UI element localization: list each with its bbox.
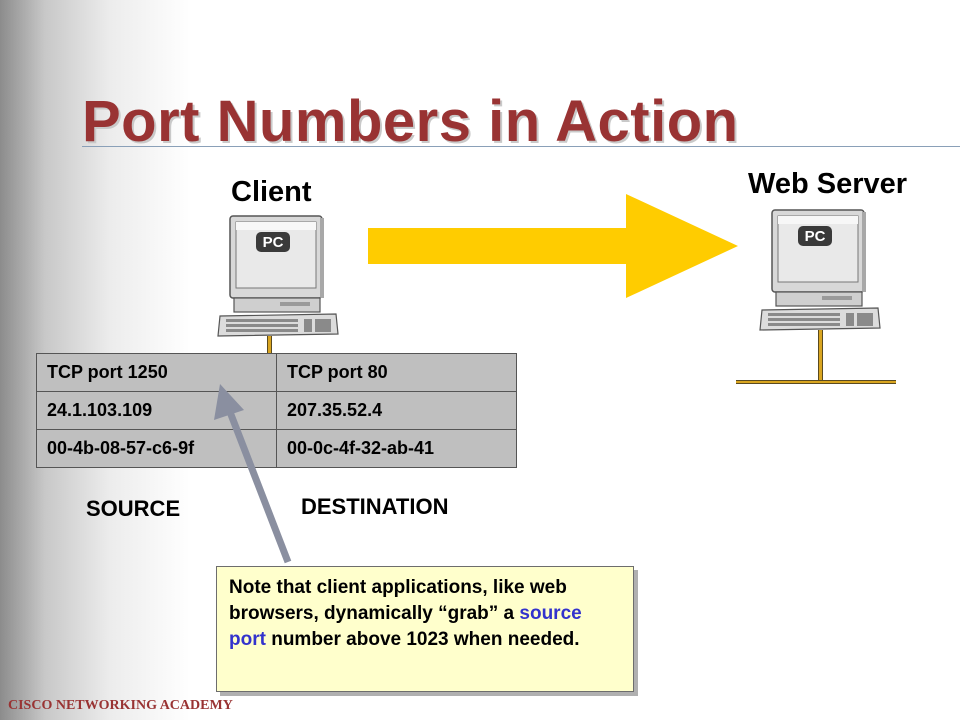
note-highlight: source port [229, 603, 582, 650]
client-label: Client [231, 176, 312, 208]
server-computer-icon: PC [759, 209, 881, 331]
web-server-label: Web Server [748, 168, 908, 200]
note-text-start: Note that client applications, like web … [229, 577, 567, 624]
destination-port-cell: TCP port 80 [276, 353, 517, 392]
flow-arrow-icon [368, 194, 738, 298]
server-network-segment [736, 380, 896, 384]
source-label: SOURCE [86, 496, 181, 521]
client-computer-icon: PC [217, 215, 339, 337]
pointer-arrow-icon [214, 384, 292, 564]
note-callout: Note that client applications, like web … [216, 566, 634, 692]
destination-mac-cell: 00-0c-4f-32-ab-41 [276, 429, 517, 468]
server-pc-label: PC [805, 228, 826, 245]
server-network-cable [818, 330, 823, 380]
destination-label: DESTINATION [301, 494, 449, 519]
client-network-cable [267, 336, 272, 354]
address-table: TCP port 1250 TCP port 80 24.1.103.109 2… [36, 353, 517, 468]
note-text-end: number above 1023 when needed. [265, 629, 580, 650]
destination-ip-cell: 207.35.52.4 [276, 391, 517, 430]
slide-title: Port Numbers in Action [82, 89, 739, 154]
title-rule [82, 146, 960, 147]
client-pc-label: PC [263, 234, 284, 251]
footer-brand: CISCO NETWORKING ACADEMY [8, 698, 233, 713]
